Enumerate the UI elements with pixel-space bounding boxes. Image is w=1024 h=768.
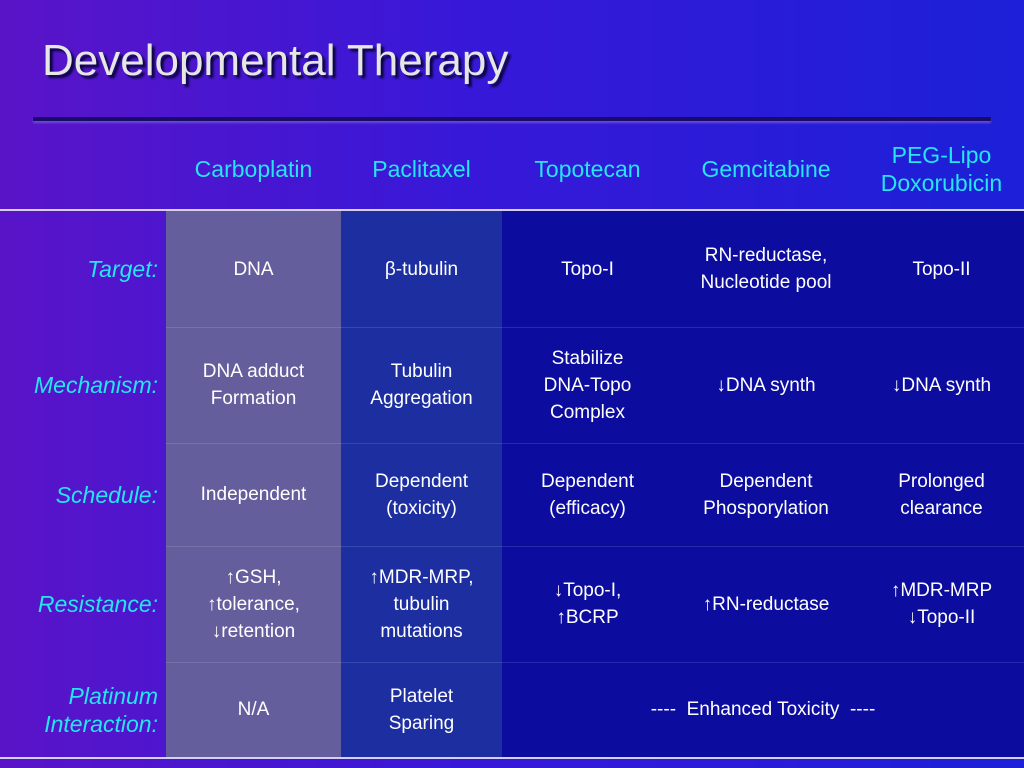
table-cell: ↓Topo-I,↑BCRP [553, 580, 622, 628]
table-cell: Topo-II [912, 258, 971, 280]
table-cell: ↑GSH,↑tolerance,↓retention [207, 566, 300, 642]
column-background-carboplatin [166, 211, 341, 757]
column-header-gemcitabine: Gemcitabine [701, 156, 831, 182]
column-background-paclitaxel [341, 211, 502, 757]
title-underline [33, 117, 991, 121]
table-cell: DNA [233, 258, 274, 280]
table-cell: Independent [200, 484, 307, 505]
table-cell: ↓DNA synth [891, 374, 992, 396]
row-divider [166, 662, 1024, 663]
header-divider [0, 209, 1024, 211]
row-label-schedule: Schedule: [55, 481, 158, 508]
column-background-peg-lipo-doxorubicin [859, 211, 1024, 757]
row-divider [166, 546, 1024, 547]
table-cell: N/A [237, 699, 270, 720]
column-header-paclitaxel: Paclitaxel [372, 156, 471, 182]
column-background-gemcitabine [673, 211, 859, 757]
row-divider [166, 443, 1024, 444]
table-cell: ↓DNA synth [716, 374, 816, 396]
column-header-topotecan: Topotecan [534, 156, 641, 182]
merged-cell-enhanced-toxicity: ---- Enhanced Toxicity ---- [650, 699, 876, 720]
table-cell: Dependent(toxicity) [375, 470, 468, 519]
row-label-resistance: Resistance: [37, 591, 158, 617]
table-cell: β-tubulin [384, 258, 459, 280]
row-label-target: Target: [87, 256, 158, 282]
table-cell: RN-reductase,Nucleotide pool [700, 245, 832, 293]
table-cell: ↑RN-reductase [702, 593, 830, 615]
table-cell: Dependent(efficacy) [541, 470, 634, 519]
row-divider [166, 327, 1024, 328]
table-cell: ↑MDR-MRP↓Topo-II [890, 580, 993, 628]
table-cell: Topo-I [561, 258, 614, 280]
slide-title: Developmental Therapy [42, 36, 509, 85]
row-label-mechanism: Mechanism: [34, 372, 158, 398]
column-background-topotecan [502, 211, 673, 757]
column-header-carboplatin: Carboplatin [194, 156, 313, 182]
table-bottom-rule [0, 757, 1024, 759]
